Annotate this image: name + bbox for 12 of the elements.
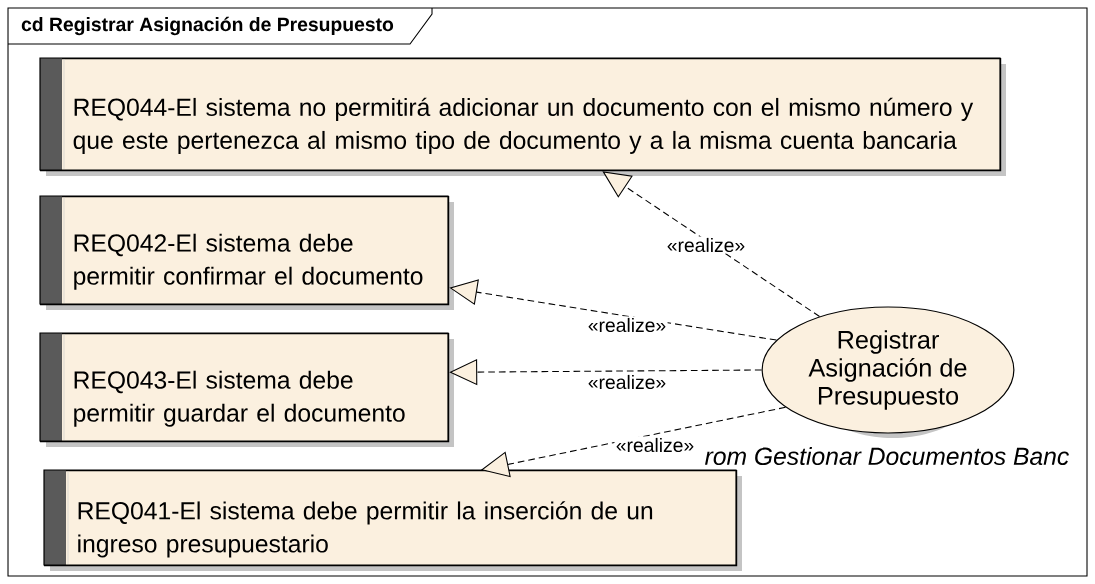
edge-label: «realize» <box>586 316 668 334</box>
edge-label: «realize» <box>586 373 668 391</box>
requirement-box: REQ043-El sistema debe permitir guardar el documento <box>39 332 454 447</box>
package-note: rom Gestionar Documentos Banc <box>705 446 1069 466</box>
frame-title: cd Registrar Asignación de Presupuesto <box>7 7 433 45</box>
realize-arrow <box>602 171 821 318</box>
requirement-box: REQ041-El sistema debe permitir la inserción de un ingreso presupuestario <box>43 469 742 571</box>
requirement-box: REQ044-El sistema no permitirá adicionar un documento con el mismo número y que este pertenezca al mismo tipo de documento y a la misma cuenta bancaria <box>39 57 1006 176</box>
realize-arrow <box>449 279 777 341</box>
edge-label: «realize» <box>614 436 696 454</box>
requirement-box: REQ042-El sistema debe permitir confirmar el documento <box>39 195 454 310</box>
edge-label: «realize» <box>665 236 747 254</box>
